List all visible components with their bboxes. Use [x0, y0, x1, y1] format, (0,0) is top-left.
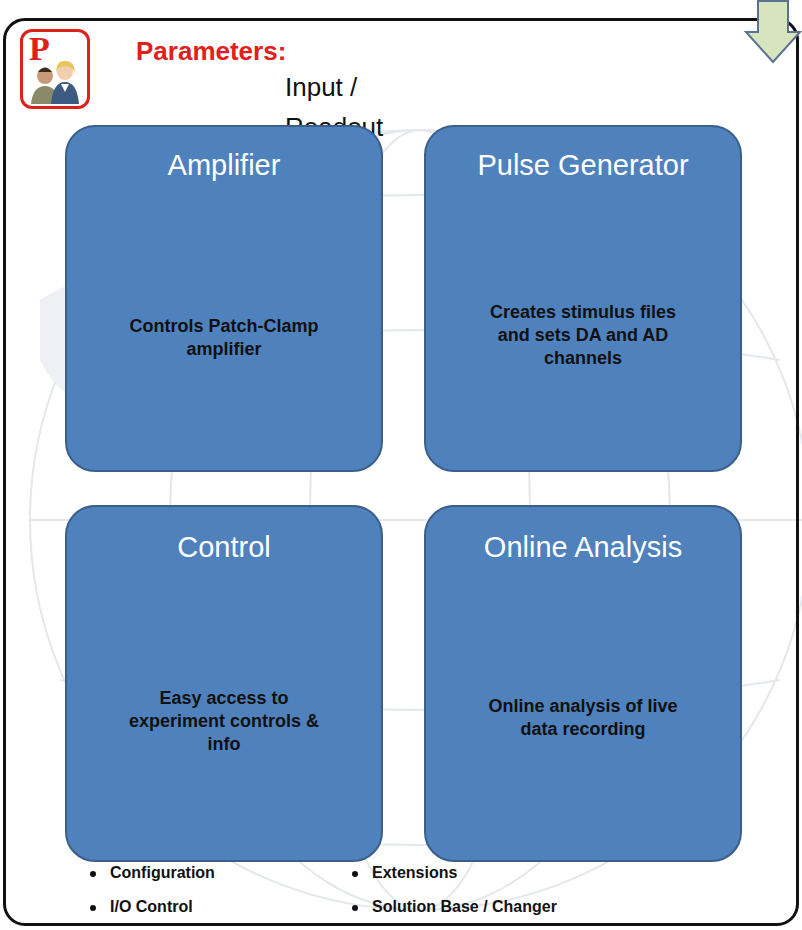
box-description: Easy access to experiment controls & inf…	[117, 687, 332, 756]
box-heading: Pulse Generator	[436, 147, 730, 183]
box-heading: Control	[77, 529, 371, 565]
box-description: Creates stimulus files and sets DA and A…	[476, 301, 691, 370]
app-icon: P	[20, 29, 90, 109]
bullet-item: Configuration	[110, 864, 215, 882]
bullet-item: Solution Base / Changer	[372, 898, 557, 916]
box-description: Controls Patch-Clamp amplifier	[117, 315, 332, 361]
function-box: AmplifierControls Patch-Clamp amplifier	[65, 125, 383, 472]
function-box: Pulse GeneratorCreates stimulus files an…	[424, 125, 742, 472]
bullet-dot	[90, 871, 96, 877]
bullet-item: Extensions	[372, 864, 457, 882]
panel-title: Parameters:	[136, 35, 802, 67]
box-description: Online analysis of live data recording	[476, 695, 691, 741]
function-box: Online AnalysisOnline analysis of live d…	[424, 505, 742, 862]
function-box: ControlEasy access to experiment control…	[65, 505, 383, 862]
box-heading: Online Analysis	[436, 529, 730, 565]
icon-letter: P	[29, 30, 93, 68]
bullet-dot	[90, 905, 96, 911]
panel-frame: Parameters:Input / ReadoutPAmplifierCont…	[3, 18, 799, 926]
bullet-dot	[352, 905, 358, 911]
bullet-dot	[352, 871, 358, 877]
bullet-item: I/O Control	[110, 898, 193, 916]
box-heading: Amplifier	[77, 147, 371, 183]
down-arrow	[744, 0, 802, 64]
